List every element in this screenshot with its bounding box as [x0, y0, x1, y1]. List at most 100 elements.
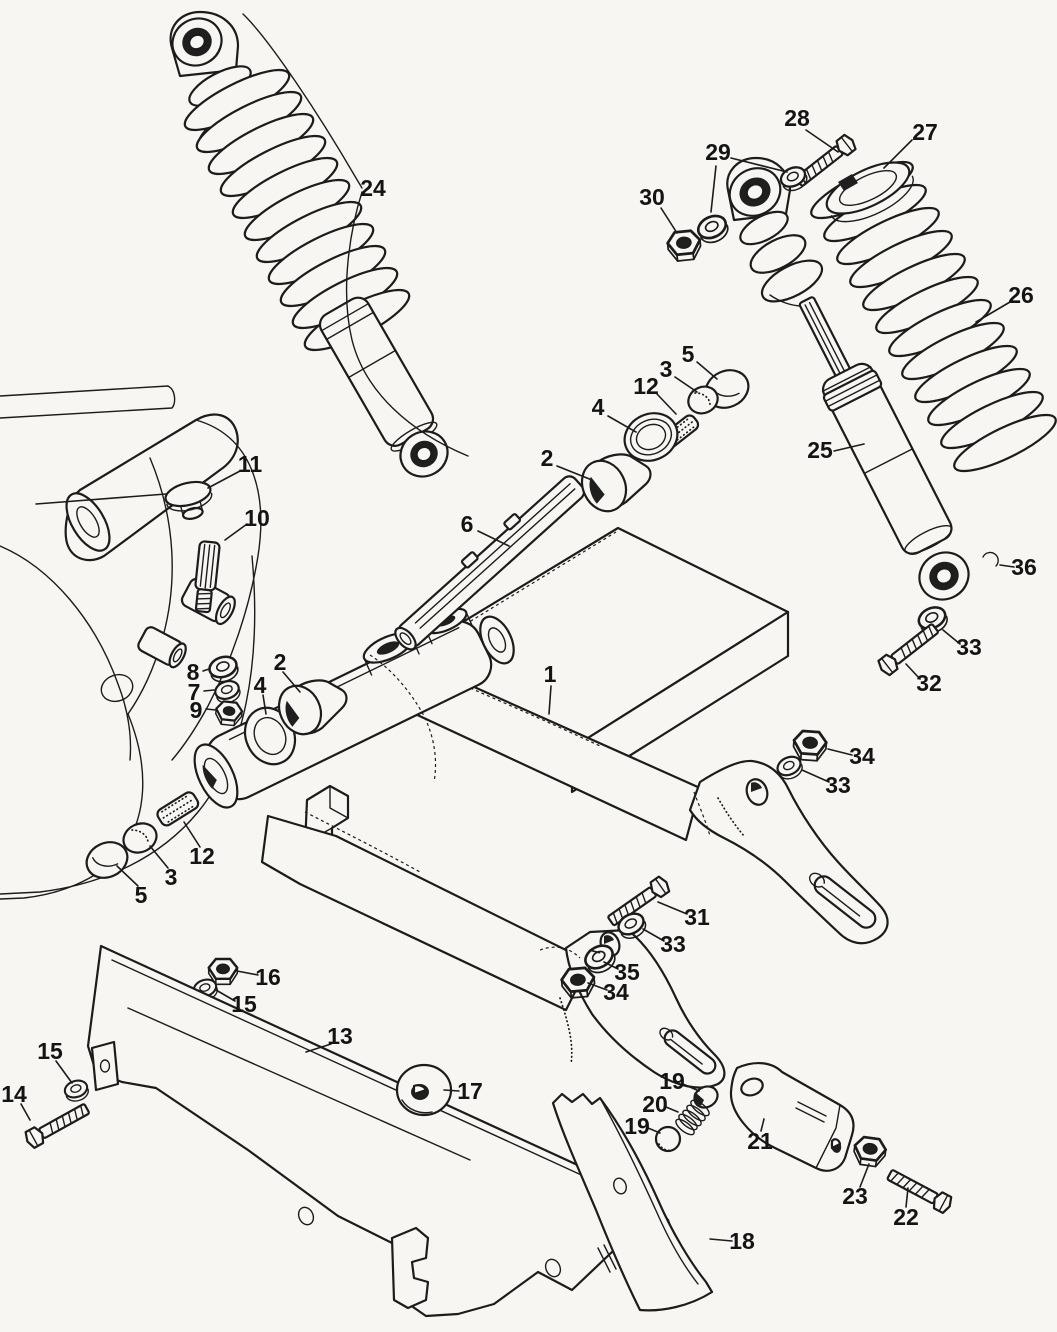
shock25-body: [821, 362, 953, 555]
leader-line: [548, 685, 552, 715]
leader-line: [149, 845, 169, 869]
callout-25: 25: [807, 437, 865, 463]
leader-line: [942, 629, 961, 645]
callout-8: 8: [187, 659, 210, 685]
part-number-label: 33: [956, 634, 982, 660]
part-number-label: 32: [916, 670, 942, 696]
part-number-label: 26: [1008, 282, 1034, 308]
leader-line: [905, 1187, 909, 1208]
callout-15: 15: [215, 989, 257, 1017]
callout-11: 11: [207, 451, 263, 489]
shock24-top-eye: [169, 10, 240, 78]
part-number-label: 28: [784, 105, 810, 131]
spring-retainer-27: [825, 161, 914, 223]
leader-line: [656, 393, 677, 415]
nut-23: [851, 1134, 889, 1169]
leader-line: [642, 928, 665, 942]
callout-16: 16: [236, 964, 281, 990]
grease-plug-left: [156, 791, 200, 827]
callout-3: 3: [149, 845, 178, 890]
part-number-label: 5: [135, 882, 148, 908]
bushing-left: [277, 679, 348, 736]
part-number-label: 3: [660, 356, 673, 382]
dome-plug: [164, 480, 213, 520]
callout-21: 21: [747, 1118, 773, 1154]
bracket-24: [242, 13, 469, 457]
part-number-label: 29: [705, 139, 731, 165]
mud-flap: [551, 1092, 714, 1312]
end-cap-left: [85, 841, 129, 879]
leader-line: [665, 1106, 679, 1113]
leader-line: [282, 671, 301, 693]
part-number-label: 20: [642, 1091, 668, 1117]
pivot-shaft: [394, 475, 586, 651]
chain-adjuster: [729, 1062, 855, 1172]
callout-19: 19: [624, 1113, 661, 1139]
callout-2: 2: [274, 649, 301, 693]
part-number-label: 6: [461, 511, 474, 537]
adjuster-slot-upper: [808, 872, 877, 929]
callout-9: 9: [190, 697, 217, 723]
leader-line: [833, 443, 865, 452]
part-number-label: 4: [254, 672, 267, 698]
part-number-label: 3: [165, 864, 178, 890]
part-number-label: 35: [614, 959, 640, 985]
part-number-label: 12: [633, 373, 659, 399]
bushing-top: [580, 453, 652, 513]
leader-line: [696, 361, 718, 380]
leader-line: [647, 1127, 661, 1134]
leader-line: [905, 663, 921, 680]
shock25-shaft: [798, 296, 855, 386]
leader-line: [116, 865, 139, 887]
rear-shock-assembly: [726, 156, 1057, 601]
leader-line: [603, 961, 619, 970]
part-number-label: 14: [1, 1081, 27, 1107]
callout-34: 34: [587, 979, 629, 1005]
callout-19: 19: [659, 1068, 700, 1094]
callout-22: 22: [893, 1187, 919, 1230]
leader-line: [207, 470, 241, 489]
part-number-label: 19: [659, 1068, 685, 1094]
leader-line: [883, 139, 913, 169]
guard-front-tab: [90, 1040, 120, 1092]
part-number-label: 8: [187, 659, 200, 685]
chain-guard: [86, 944, 680, 1318]
callout-4: 4: [254, 672, 267, 715]
part-number-label: 11: [238, 451, 263, 477]
callout-1: 1: [544, 661, 557, 715]
clip-36: [982, 551, 999, 567]
leader-line: [709, 1238, 733, 1242]
bolt-32: [874, 619, 942, 679]
callout-5: 5: [682, 341, 718, 380]
leader-line: [55, 1060, 73, 1084]
leader-line: [730, 157, 788, 173]
callout-32: 32: [905, 663, 942, 696]
leader-line: [607, 415, 637, 433]
callout-23: 23: [842, 1163, 870, 1209]
part-number-label: 24: [360, 175, 386, 201]
leader-line: [805, 129, 839, 153]
callout-18: 18: [709, 1228, 755, 1254]
callout-36: 36: [999, 554, 1037, 580]
leader-line: [710, 165, 717, 213]
callout-7: 7: [188, 679, 215, 705]
part-number-label: 16: [255, 964, 281, 990]
guard-notch-tab: [390, 1226, 430, 1310]
callout-4: 4: [592, 394, 637, 433]
tensioner-ball-19b: [654, 1125, 682, 1153]
callout-28: 28: [784, 105, 839, 153]
frame-shock-boss-lower: [137, 626, 187, 669]
leader-line: [203, 689, 215, 692]
bolt-14: [21, 1099, 93, 1151]
part-number-label: 25: [807, 437, 833, 463]
leader-line: [801, 769, 830, 783]
part-number-label: 33: [660, 931, 686, 957]
seal-top: [623, 412, 679, 462]
nut-9: [213, 699, 245, 728]
nut-34-upper: [791, 729, 829, 763]
callout-24: 24: [360, 175, 386, 201]
callout-35: 35: [603, 959, 640, 985]
callout-27: 27: [883, 119, 938, 169]
